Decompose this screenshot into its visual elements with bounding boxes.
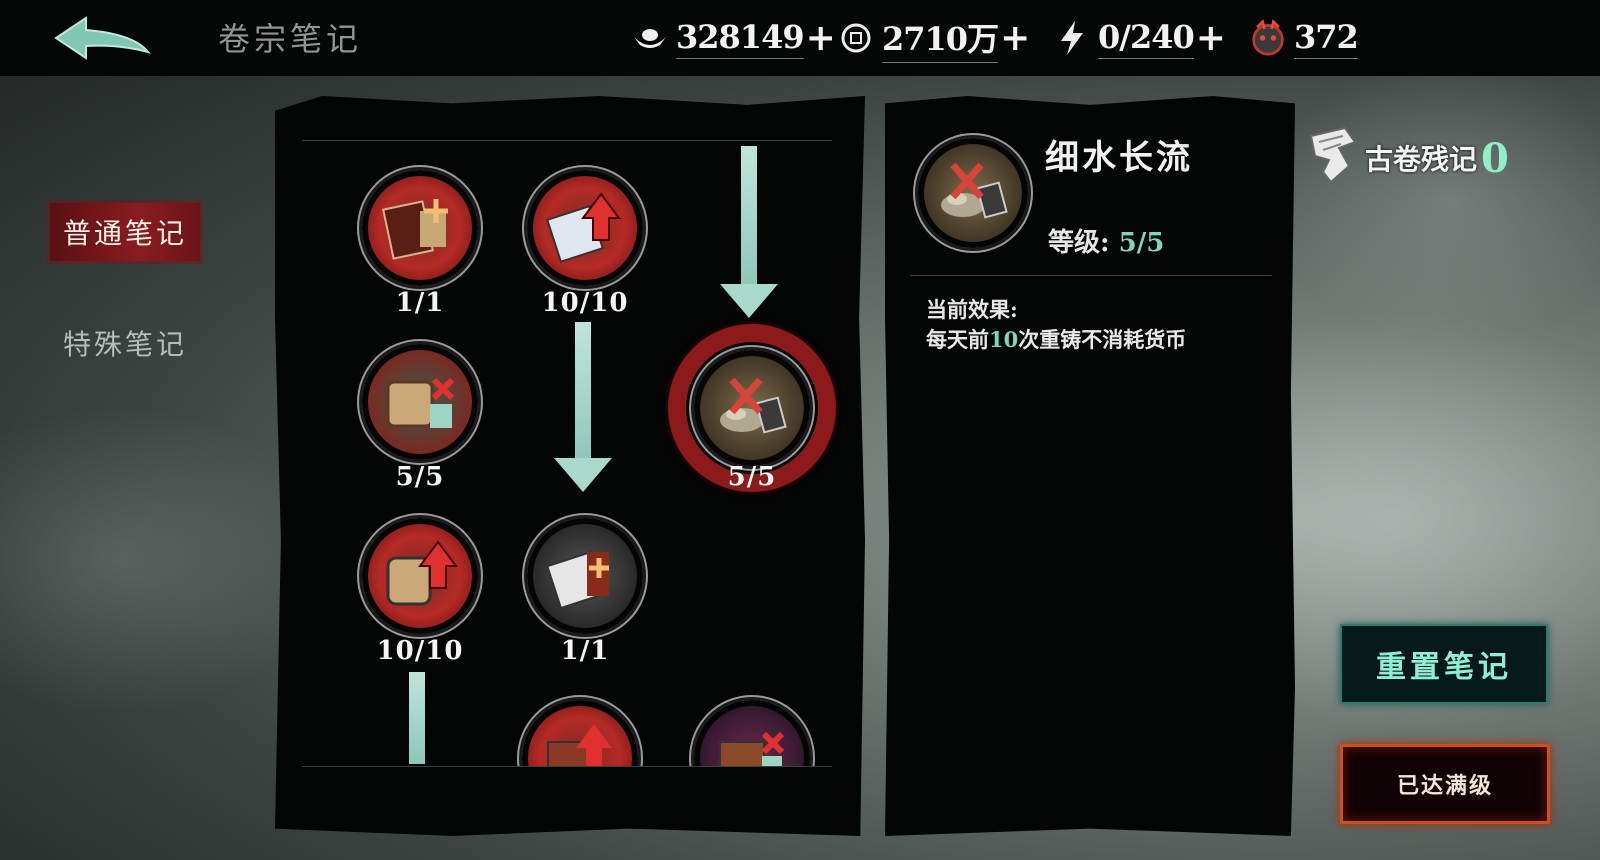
tree-node-clip xyxy=(676,690,826,766)
book-up-arrow-icon xyxy=(527,170,643,286)
effect-highlight: 10 xyxy=(989,327,1019,352)
silver-cross-icon xyxy=(694,350,810,466)
skill-level-row: 等级: 5/5 xyxy=(1048,222,1164,259)
tree-node-scroll-cross[interactable] xyxy=(362,344,478,460)
node-level: 10/10 xyxy=(376,636,464,666)
scroll-up-arrow-icon xyxy=(362,518,478,634)
level-label: 等级: xyxy=(1048,228,1110,258)
fragment-count: 0 xyxy=(1481,134,1509,182)
back-arrow-icon xyxy=(54,16,151,60)
tree-bottom-divider xyxy=(302,766,832,767)
book-plus-icon xyxy=(527,518,643,634)
max-level-button[interactable]: 已达满级 xyxy=(1340,744,1550,824)
resource-coin[interactable]: 2710万 + xyxy=(838,17,1031,63)
node-level: 1/1 xyxy=(395,288,445,318)
node-level: 1/1 xyxy=(560,636,610,666)
book-plus-icon xyxy=(362,170,478,286)
scroll-cross-icon xyxy=(362,344,478,460)
add-silver-button[interactable]: + xyxy=(805,17,836,59)
tree-node-book-plus-2[interactable] xyxy=(527,518,643,634)
tree-node-clip xyxy=(510,690,660,766)
tab-normal-notes[interactable]: 普通笔记 xyxy=(50,203,200,261)
resource-demon[interactable]: 372 xyxy=(1250,18,1378,59)
connector-arrow xyxy=(554,322,612,494)
silver-ingot-icon xyxy=(632,20,668,56)
tree-node-scroll-up[interactable] xyxy=(362,518,478,634)
book-up-arrow-icon xyxy=(522,700,638,766)
effect-suffix: 次重铸不消耗货币 xyxy=(1018,327,1187,352)
reset-notes-button[interactable]: 重置笔记 xyxy=(1340,624,1548,704)
level-value: 5/5 xyxy=(1118,228,1165,258)
detail-divider xyxy=(910,275,1272,276)
connector-arrow xyxy=(720,146,778,318)
effect-prefix: 每天前 xyxy=(926,327,989,352)
tree-node-book-cross[interactable] xyxy=(694,700,810,766)
add-energy-button[interactable]: + xyxy=(1195,17,1226,59)
scroll-fragment-icon xyxy=(1305,126,1361,190)
fragment-counter: 古卷残记 0 xyxy=(1305,126,1525,190)
coin-icon xyxy=(838,20,874,56)
resource-silver[interactable]: 328149 + xyxy=(632,17,836,59)
detail-skill-icon xyxy=(918,138,1028,248)
resource-energy[interactable]: 0/240 + xyxy=(1054,17,1226,59)
tree-node-book-up-2[interactable] xyxy=(522,700,638,766)
tree-node-book-up[interactable] xyxy=(527,170,643,286)
resource-value: 2710万 xyxy=(882,14,999,63)
resource-value: 328149 xyxy=(676,18,805,59)
tree-top-divider xyxy=(302,140,832,141)
tab-special-notes[interactable]: 特殊笔记 xyxy=(62,328,187,361)
effect-title: 当前效果: xyxy=(926,297,1018,322)
demon-mask-icon xyxy=(1250,19,1286,56)
fragment-label: 古卷残记 xyxy=(1365,143,1478,176)
node-level: 5/5 xyxy=(395,462,445,492)
back-button[interactable] xyxy=(48,12,158,64)
lightning-icon xyxy=(1054,20,1090,56)
page-title: 卷宗笔记 xyxy=(218,20,363,58)
tree-node-silver-cross-selected[interactable] xyxy=(694,350,810,466)
add-coin-button[interactable]: + xyxy=(1000,17,1031,59)
resource-value: 372 xyxy=(1294,18,1359,59)
silver-cross-icon xyxy=(918,138,1028,248)
effect-description: 每天前10次重铸不消耗货币 xyxy=(926,324,1186,354)
connector-line xyxy=(388,672,446,764)
tree-node-book-plus[interactable] xyxy=(362,170,478,286)
top-bar: 卷宗笔记 328149 + 2710万 + 0/240 + 372 xyxy=(0,0,1600,76)
node-level: 5/5 xyxy=(727,462,777,492)
book-cross-icon xyxy=(694,700,810,766)
resource-value: 0/240 xyxy=(1098,18,1195,59)
skill-name: 细水长流 xyxy=(1045,138,1193,178)
node-level: 10/10 xyxy=(541,288,629,318)
